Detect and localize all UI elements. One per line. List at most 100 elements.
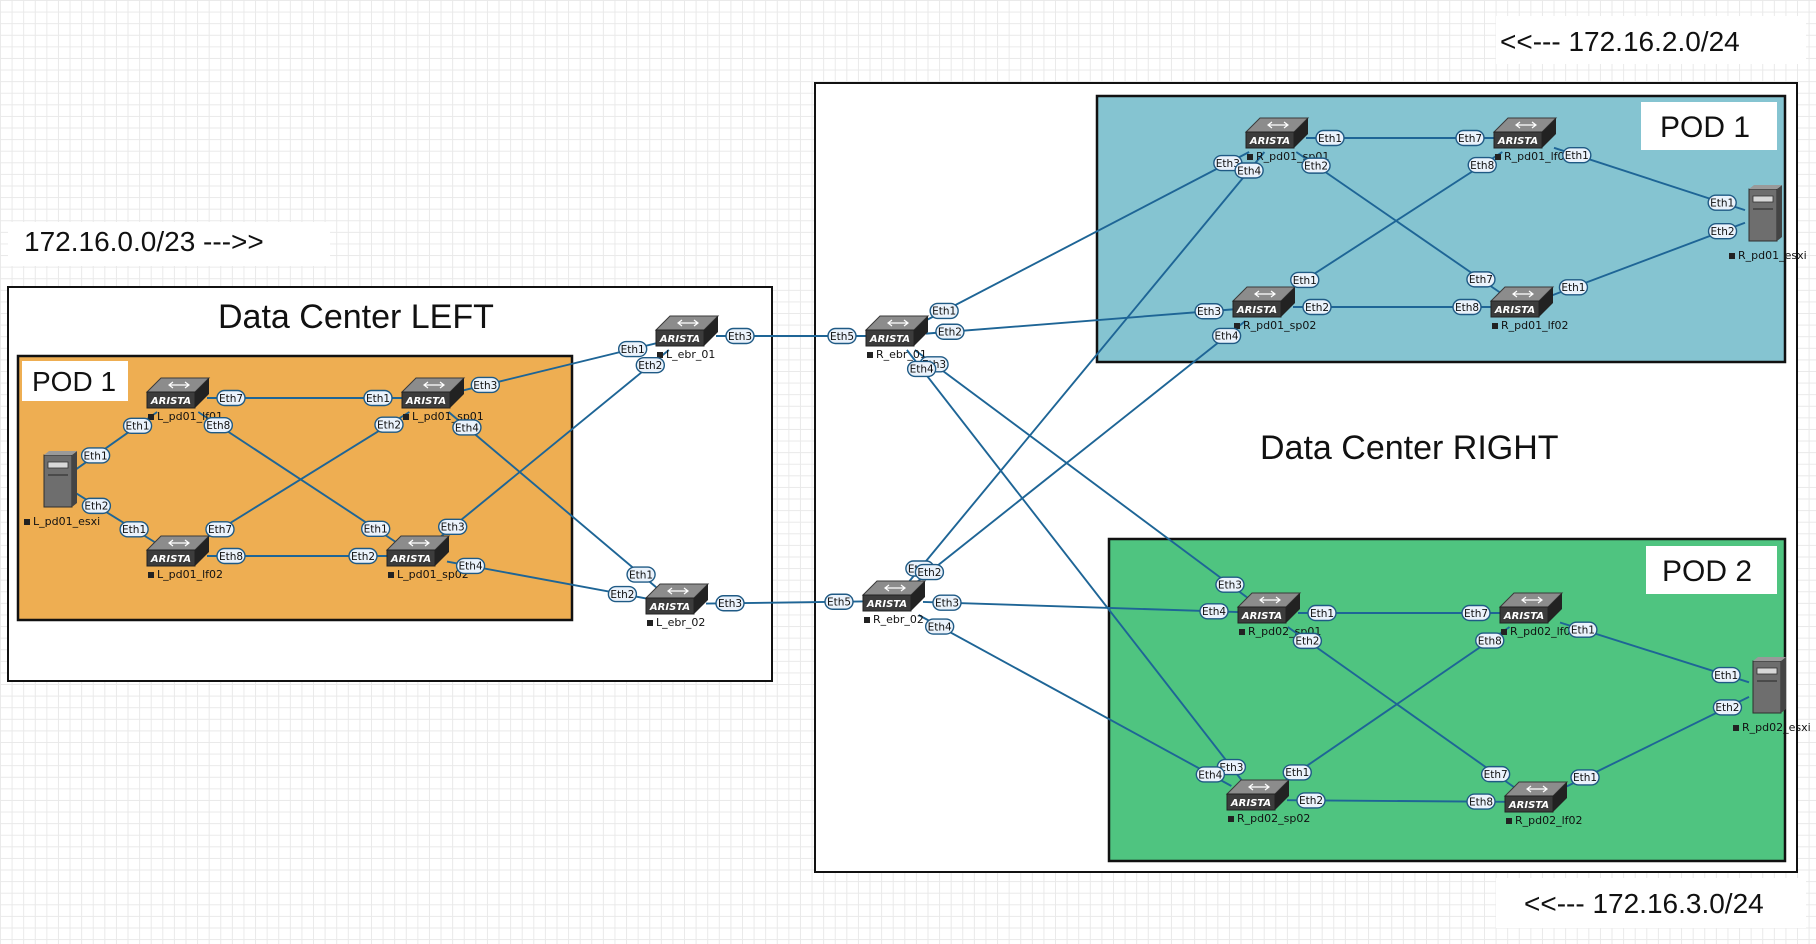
link-R_ebr_01-R_pd02_sp02[interactable]: [906, 349, 1247, 787]
switch-side-face: [1275, 780, 1289, 810]
server-R_pd02_esxi[interactable]: R_pd02_esxi: [1733, 657, 1811, 734]
port-L_ebr_02-Eth1-pill: [626, 566, 656, 583]
port-R_pd02_lf01-Eth1: Eth1: [1568, 621, 1598, 638]
link-R_pd02_sp01-R_pd02_lf02[interactable]: [1287, 626, 1516, 789]
link-R_ebr_01-R_pd01_sp01[interactable]: [922, 151, 1250, 323]
vendor-badge: ARISTA: [869, 334, 910, 345]
port-L_ebr_02-Eth2-pill: [607, 585, 638, 603]
switch-R_pd02_lf02[interactable]: ARISTA R_pd02_lf02: [1503, 781, 1583, 827]
server-slot: [1757, 680, 1777, 682]
link-R_ebr_01-R_pd02_sp01[interactable]: [914, 349, 1250, 600]
port-R_pd01_sp01-Eth2-text: Eth2: [1304, 160, 1328, 172]
port-R_pd02_lf02-Eth7-pill: [1480, 765, 1511, 783]
switch-side-face: [1539, 287, 1553, 317]
link-R_pd01_sp01-R_pd01_lf02[interactable]: [1295, 151, 1502, 294]
link-L_pd01_lf02-L_pd01_sp01[interactable]: [199, 411, 410, 543]
server-L_pd01_esxi[interactable]: L_pd01_esxi: [24, 451, 100, 528]
port-R_pd01_lf02-Eth1-text: Eth1: [1561, 282, 1585, 294]
port-R_pd02_sp02-Eth3: Eth3: [1216, 758, 1247, 776]
status-square-icon: [1495, 154, 1501, 160]
link-L_pd01_lf01-L_pd01_sp02[interactable]: [197, 411, 397, 543]
port-L_pd01_lf02-Eth1-text: Eth1: [122, 524, 146, 536]
port-L_ebr_01-Eth1: Eth1: [617, 340, 648, 358]
node-label: R_pd01_lf02: [1501, 319, 1569, 332]
link-R_ebr_01-R_pd01_sp02[interactable]: [925, 308, 1234, 335]
port-R_pd02_lf02-Eth8-pill: [1466, 793, 1496, 810]
switch-arrows-icon: [1259, 596, 1281, 604]
link-L_pd01_sp01-L_ebr_02[interactable]: [447, 411, 661, 591]
port-L_pd01_lf01-Eth1-pill: [122, 417, 153, 435]
server-drive-bay: [1752, 195, 1774, 203]
link-R_pd01_sp02-R_pd01_lf01[interactable]: [1284, 151, 1503, 294]
node-label: R_pd02_lf01: [1510, 625, 1578, 638]
link-R_ebr_02-R_pd02_sp02[interactable]: [918, 614, 1232, 787]
port-L_pd01_sp02-Eth2: Eth2: [348, 547, 378, 565]
port-R_pd02_sp01-Eth3: Eth3: [1215, 576, 1245, 593]
link-R_ebr_02-R_pd01_sp01[interactable]: [903, 151, 1266, 588]
status-square-icon: [647, 620, 653, 626]
vendor-badge: ARISTA: [649, 602, 690, 613]
port-R_pd01_lf02-Eth8-pill: [1452, 298, 1482, 316]
port-L_pd01_lf02-Eth7-pill: [205, 521, 235, 538]
link-L_pd01_sp02-L_ebr_01[interactable]: [433, 349, 670, 543]
port-L_pd01_esxi-Eth2-text: Eth2: [84, 501, 108, 513]
port-R_pd02_sp01-Eth1-text: Eth1: [1310, 608, 1334, 620]
switch-side-face: [704, 316, 718, 346]
link-R_ebr_02-R_pd02_sp01[interactable]: [922, 601, 1239, 613]
port-R_pd01_sp01-Eth4-pill: [1234, 162, 1264, 179]
node-label: R_pd02_lf02: [1515, 814, 1583, 827]
link-R_pd02_sp02-R_pd02_lf01[interactable]: [1276, 626, 1511, 787]
vendor-badge: ARISTA: [1249, 136, 1290, 147]
port-R_pd01_esxi-Eth2-pill: [1707, 223, 1738, 240]
port-R_pd01_sp02-Eth4-pill: [1211, 327, 1242, 345]
port-R_pd02_sp01-Eth2-pill: [1292, 632, 1323, 650]
port-L_pd01_sp02-Eth3-pill: [437, 518, 468, 536]
port-R_pd01_lf01-Eth7: Eth7: [1455, 129, 1485, 147]
server-R_pd01_esxi[interactable]: R_pd01_esxi: [1729, 185, 1807, 262]
port-R_pd02_sp02-Eth4-pill: [1195, 766, 1226, 783]
status-square-icon: [1729, 253, 1735, 259]
port-R_pd02_lf02-Eth7-text: Eth7: [1484, 769, 1508, 781]
port-R_ebr_01-Eth4: Eth4: [906, 360, 937, 378]
port-R_pd02_sp01-Eth3-pill: [1215, 576, 1245, 593]
port-L_pd01_sp01-Eth3: Eth3: [470, 376, 501, 394]
node-label: L_pd01_esxi: [33, 515, 100, 528]
port-R_pd02_lf01-Eth1-pill: [1568, 621, 1598, 638]
port-R_pd01_sp01-Eth2-pill: [1301, 157, 1331, 174]
port-R_pd01_esxi-Eth1-pill: [1707, 194, 1737, 211]
port-R_pd01_lf02-Eth8: Eth8: [1452, 298, 1482, 316]
port-R_pd01_lf02-Eth7-pill: [1466, 271, 1496, 288]
port-L_ebr_01-Eth3-pill: [725, 327, 755, 345]
port-R_pd01_lf02-Eth1: Eth1: [1558, 279, 1589, 296]
switch-arrows-icon: [168, 381, 190, 389]
switch-arrows-icon: [677, 319, 699, 327]
port-R_pd02_lf01-Eth7: Eth7: [1461, 604, 1491, 622]
status-square-icon: [1239, 629, 1245, 635]
node-label: L_pd01_lf02: [157, 568, 223, 581]
port-L_ebr_02-Eth3-pill: [715, 595, 745, 612]
port-L_pd01_esxi-Eth2: Eth2: [81, 497, 112, 515]
port-R_ebr_02-Eth3: Eth3: [932, 594, 962, 611]
vendor-badge: ARISTA: [1508, 800, 1549, 811]
switch-side-face: [1542, 118, 1556, 148]
port-R_pd02_lf02-Eth1: Eth1: [1570, 769, 1600, 786]
port-R_pd01_lf02-Eth1-pill: [1558, 279, 1589, 296]
switch-arrows-icon: [667, 587, 689, 595]
status-square-icon: [24, 519, 30, 525]
status-square-icon: [1247, 154, 1253, 160]
vendor-badge: ARISTA: [1241, 611, 1282, 622]
port-R_pd01_lf01-Eth1-text: Eth1: [1565, 150, 1589, 162]
link-R_ebr_02-R_pd01_sp02[interactable]: [910, 320, 1246, 588]
